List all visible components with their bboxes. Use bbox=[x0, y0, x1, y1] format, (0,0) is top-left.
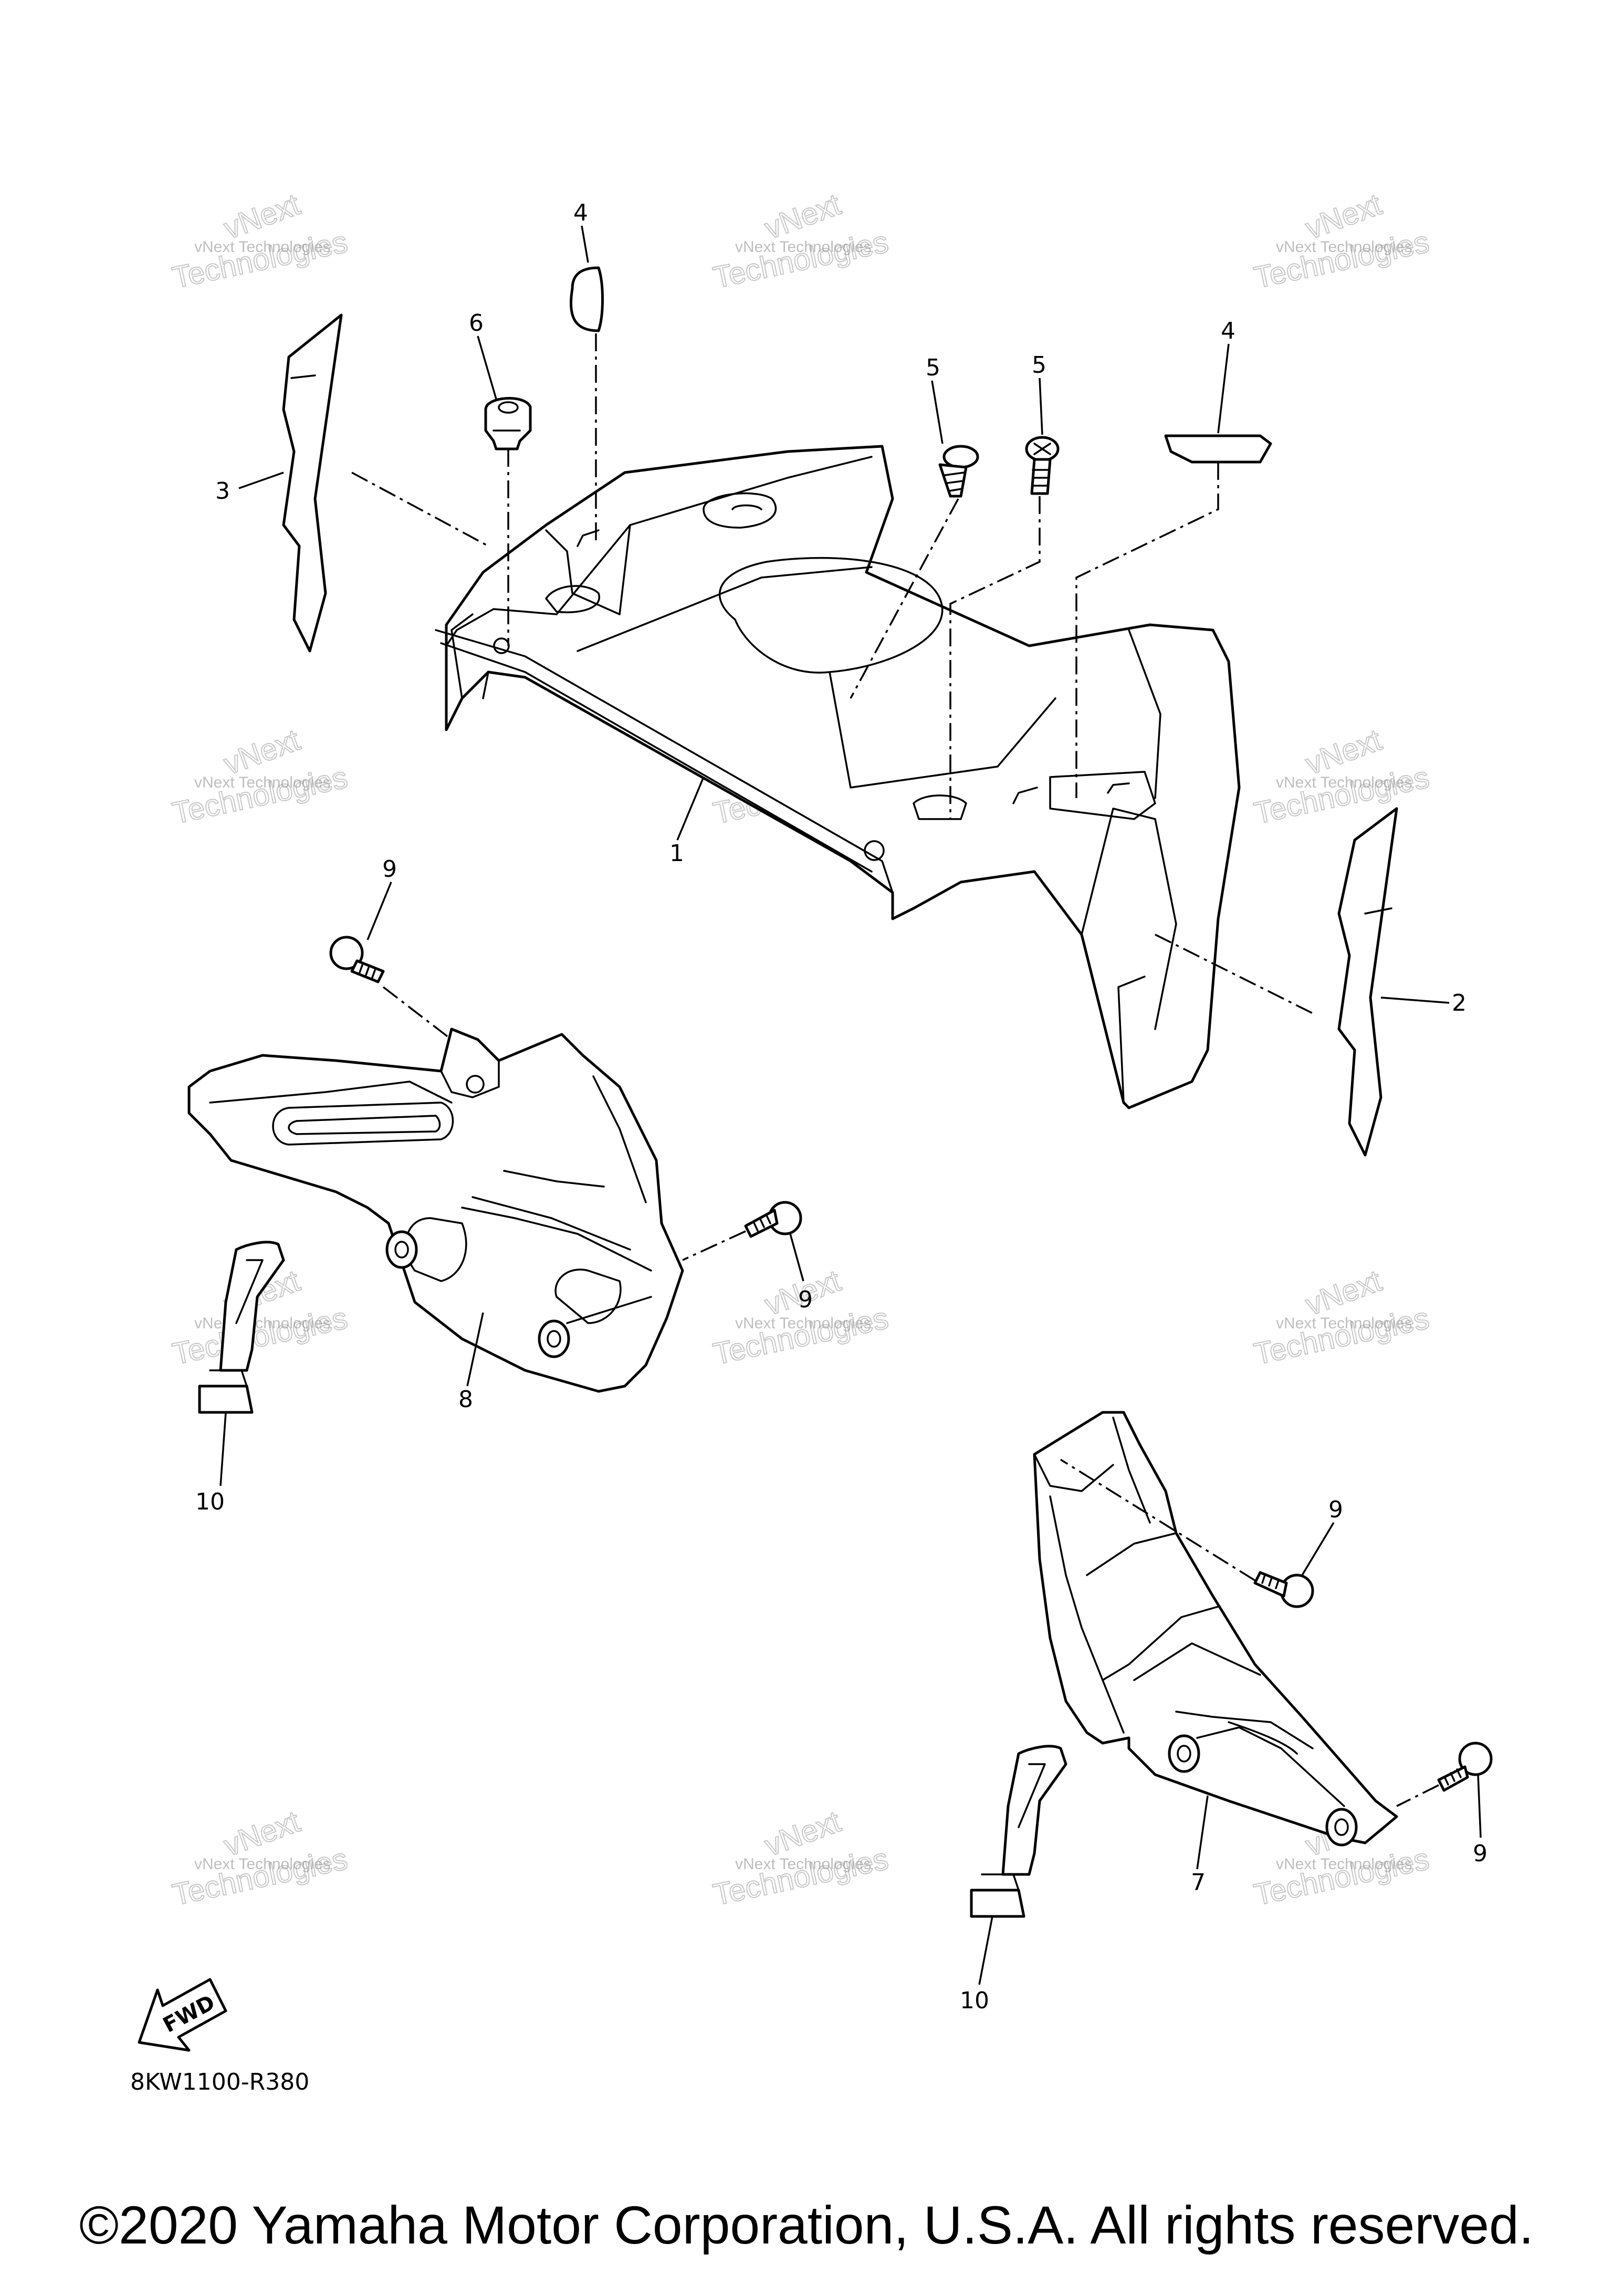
watermark-text: vNext Technologies bbox=[735, 1855, 872, 1873]
callout-5-b: 5 bbox=[1032, 352, 1046, 379]
watermark-text: vNext Technologies bbox=[1276, 238, 1412, 256]
part-7-lower-cover-right bbox=[1033, 1411, 1398, 1847]
part-4-damper-right bbox=[1164, 434, 1272, 464]
callout-1: 1 bbox=[669, 840, 684, 867]
part-9-bolt-d bbox=[1437, 1742, 1493, 1792]
watermark-text: vNext Technologies bbox=[1276, 1315, 1412, 1332]
callout-4-right: 4 bbox=[1221, 318, 1235, 344]
callout-10-right: 10 bbox=[960, 1987, 989, 2014]
assembly-lines bbox=[351, 333, 1439, 1807]
part-6-grommet bbox=[484, 397, 532, 450]
callout-8: 8 bbox=[458, 1386, 473, 1413]
callout-9-c: 9 bbox=[1328, 1496, 1343, 1523]
part-9-bolt-a bbox=[329, 936, 385, 983]
callout-10-left: 10 bbox=[195, 1488, 225, 1515]
part-5-screw-b bbox=[1025, 436, 1060, 495]
fwd-arrow-icon: FWD bbox=[138, 1978, 227, 2052]
part-9-bolt-c bbox=[1253, 1571, 1314, 1608]
part-10-clip-right bbox=[970, 1745, 1067, 1918]
leader-lines bbox=[219, 225, 1482, 1985]
callout-9-b: 9 bbox=[798, 1286, 813, 1313]
diagram-code: 8KW1100-R380 bbox=[130, 2069, 309, 2095]
callout-5-a: 5 bbox=[926, 354, 940, 381]
callout-9-a: 9 bbox=[382, 856, 397, 883]
watermark-text: vNext Technologies bbox=[194, 774, 331, 791]
callout-7: 7 bbox=[1191, 1869, 1206, 1896]
part-5-screw-a bbox=[938, 445, 979, 498]
callout-3: 3 bbox=[215, 478, 230, 505]
watermark-text: vNext Technologies bbox=[1276, 1855, 1412, 1873]
part-10-clip-left bbox=[198, 1241, 285, 1414]
part-3-side-pad bbox=[282, 313, 343, 653]
part-4-damper-top bbox=[569, 266, 604, 332]
watermark-text: vNext Technologies bbox=[194, 1855, 331, 1873]
watermark-text: vNext Technologies bbox=[735, 1315, 872, 1332]
callout-2: 2 bbox=[1452, 990, 1467, 1016]
part-1-inner-panel bbox=[435, 445, 1241, 1109]
watermark-text: vNext Technologies bbox=[1276, 774, 1412, 791]
callout-4-top: 4 bbox=[573, 200, 588, 226]
part-9-bolt-b bbox=[744, 1201, 802, 1238]
callout-labels: 1 2 3 4 4 5 5 6 7 8 9 9 9 9 10 10 bbox=[195, 200, 1488, 2014]
part-2-side-pad bbox=[1337, 807, 1398, 1157]
callout-9-d: 9 bbox=[1473, 1840, 1488, 1867]
part-8-lower-cover-left bbox=[187, 1028, 684, 1393]
watermark-text: vNext Technologies bbox=[194, 238, 331, 256]
callout-6: 6 bbox=[469, 310, 484, 337]
watermark-text: vNext Technologies bbox=[735, 238, 872, 256]
copyright-notice: ©2020 Yamaha Motor Corporation, U.S.A. A… bbox=[79, 2195, 1534, 2255]
watermark-text: vNext Technologies bbox=[194, 1315, 331, 1332]
